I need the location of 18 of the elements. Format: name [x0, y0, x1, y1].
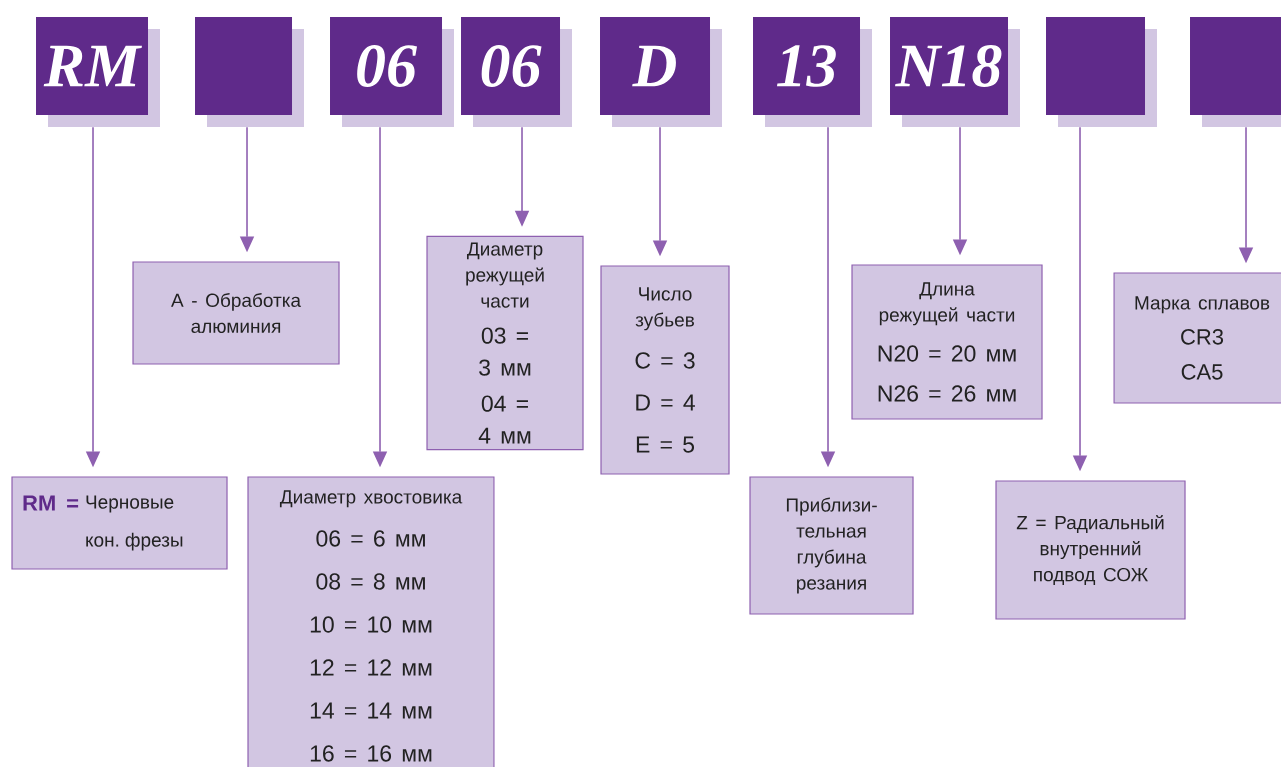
description-box: RM = Черновые кон. фрезы — [11, 476, 228, 570]
blank-code-box — [1046, 17, 1157, 127]
description-box: Приблизи-тельная глубина резания — [749, 476, 914, 615]
description-box: Длина режущей части N20 = 20 мм N26 = 26 мм — [851, 264, 1043, 420]
description-box: Число зубьев C = 3 D = 4 E = 5 — [600, 265, 730, 475]
blank-code-box — [195, 17, 304, 127]
code-box: 06 — [461, 17, 572, 127]
code-box: D — [600, 17, 722, 127]
description-box: Марка сплавов CR3 CA5 — [1113, 272, 1281, 404]
code-box: RM — [36, 17, 160, 127]
code-box: N18 — [890, 17, 1020, 127]
description-box: Диаметр режущей части 03 = 3 мм 04 = 4 мм — [426, 235, 584, 451]
code-box: 06 — [330, 17, 454, 127]
blank-code-box — [1190, 17, 1281, 127]
description-box: Z = Радиальный внутренний подвод СОЖ — [995, 480, 1186, 620]
description-box: A - Обработка алюминия — [132, 261, 340, 365]
description-box: Диаметр хвостовика 06 = 6 мм 08 = 8 мм 10 = 10 мм 12 = 12 мм 14 = 14 мм 16 = 16 мм — [247, 476, 495, 767]
code-box: 13 — [753, 17, 872, 127]
